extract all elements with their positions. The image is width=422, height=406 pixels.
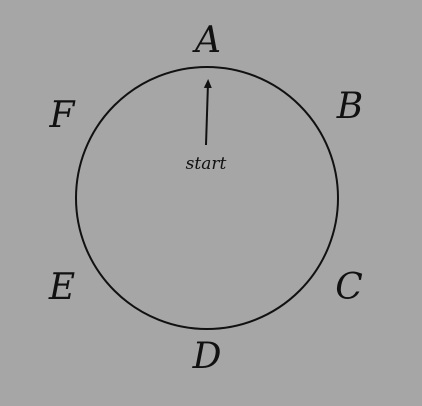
point-label-b: B (336, 86, 363, 127)
point-label-e: E (48, 267, 75, 308)
point-label-d: D (192, 336, 222, 377)
main-circle (75, 66, 339, 330)
start-arrow (203, 79, 212, 146)
start-label: start (186, 154, 227, 174)
point-label-c: C (335, 267, 363, 308)
point-label-f: F (49, 95, 77, 136)
point-label-a: A (192, 20, 221, 61)
